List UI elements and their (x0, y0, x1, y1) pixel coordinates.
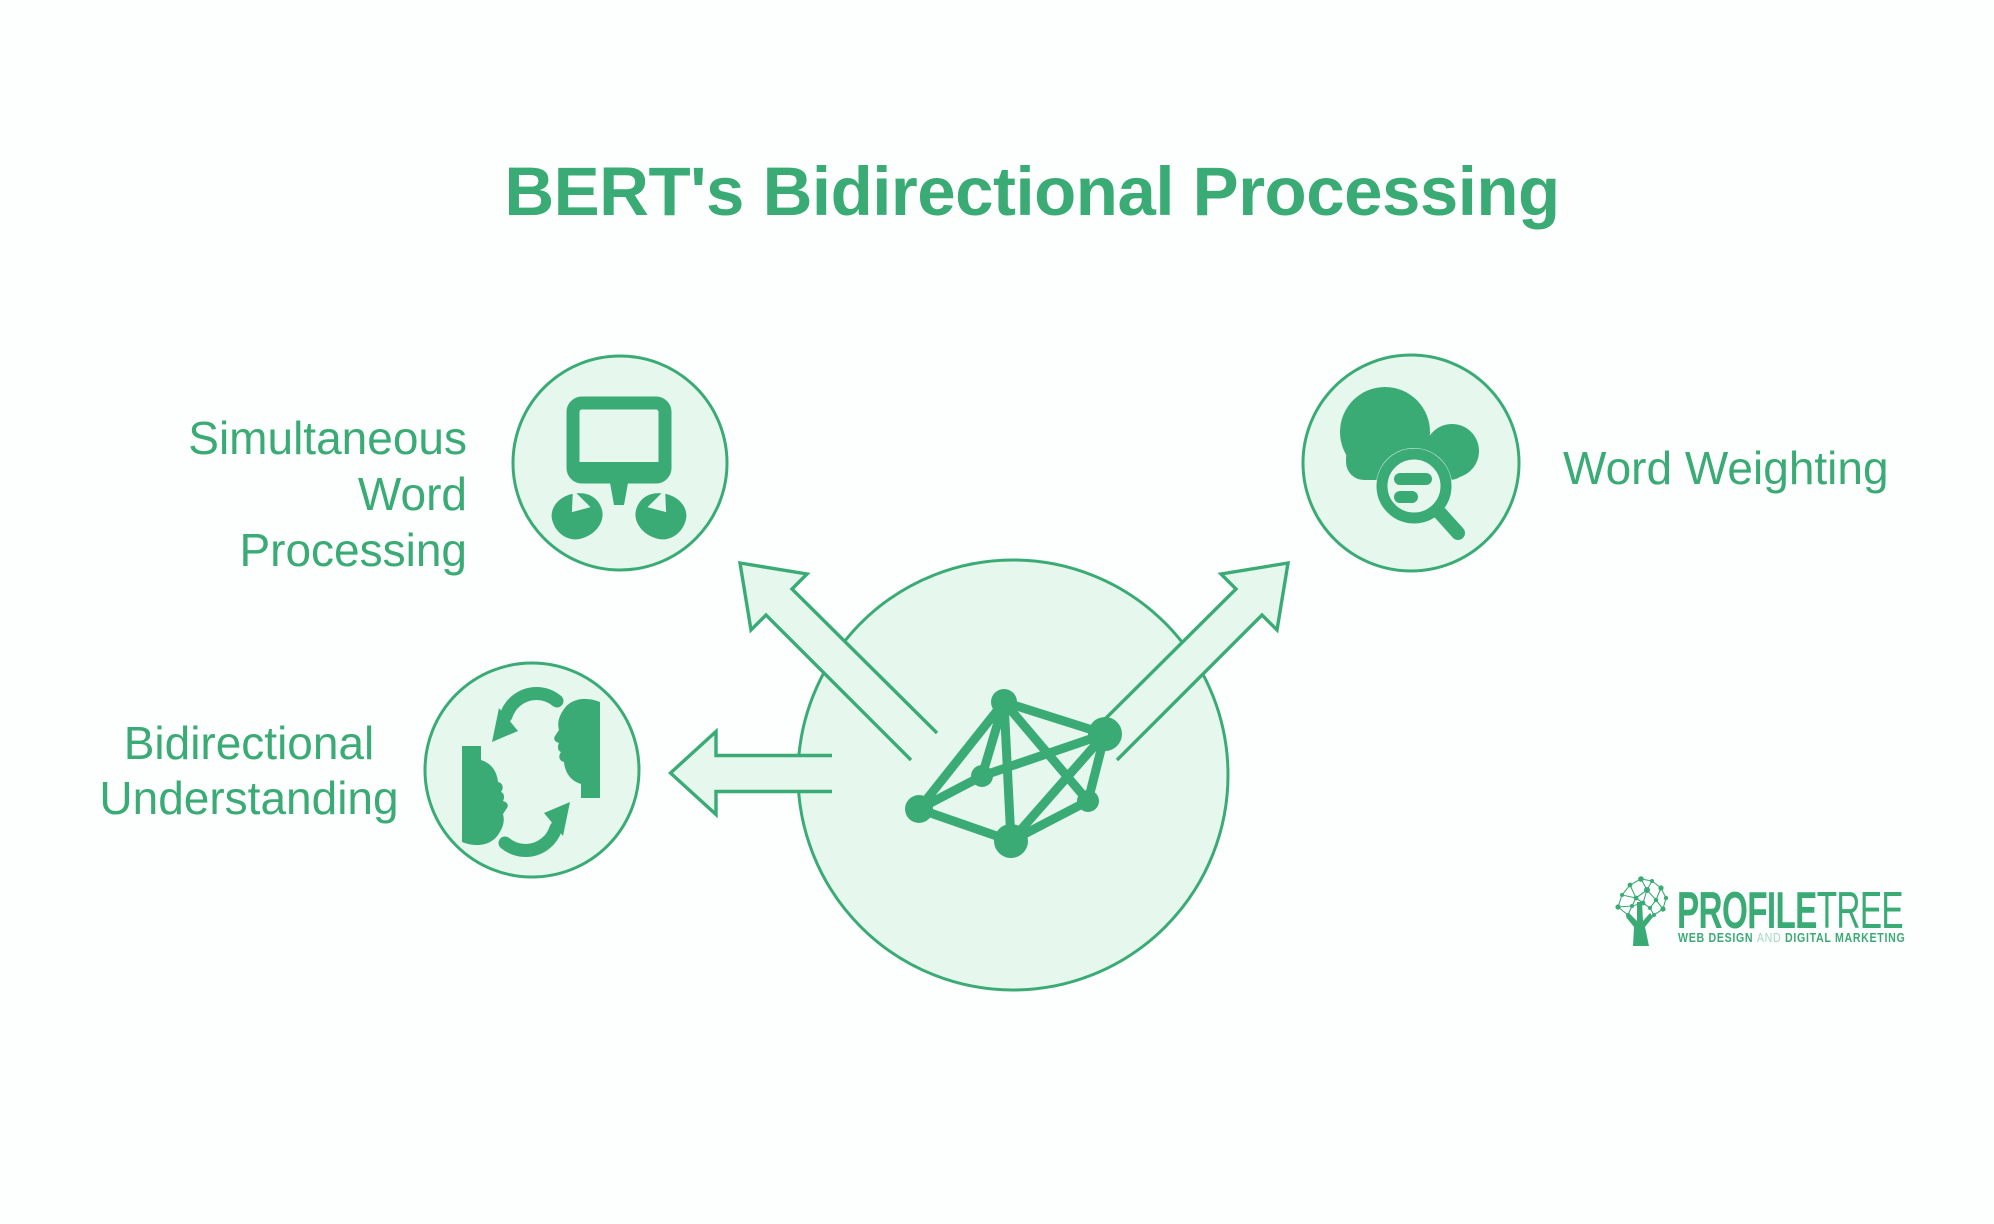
faces-exchange-arrows-icon (462, 687, 600, 851)
cloud-word-search-icon (1340, 387, 1479, 540)
logo-brand-text: PROFILETREE (1677, 882, 1904, 940)
label-line: Processing (239, 524, 467, 576)
left-arrow (667, 727, 832, 819)
top-left-arrow (737, 560, 939, 762)
tagline-web-design: WEB DESIGN (1678, 931, 1754, 945)
label-line: Word Weighting (1563, 442, 1889, 494)
monitor-typing-hands-icon (551, 396, 687, 540)
tagline-and: AND (1756, 931, 1782, 945)
logo-tagline: WEB DESIGN AND DIGITAL MARKETING (1678, 931, 1905, 945)
label-line: Bidirectional (123, 717, 375, 769)
network-graph-icon (905, 689, 1122, 858)
tagline-digital-marketing: DIGITAL MARKETING (1785, 931, 1906, 945)
word-weighting-label: Word Weighting (1563, 440, 1983, 496)
top-right-arrow (1089, 560, 1291, 762)
page-title: BERT's Bidirectional Processing (504, 153, 1560, 230)
profiletree-network-tree-icon (1615, 876, 1669, 946)
label-line: Simultaneous Word (188, 412, 467, 520)
simultaneous-word-processing-label: Simultaneous Word Processing (75, 410, 467, 578)
logo-brand-light: TREE (1816, 882, 1904, 940)
bidirectional-understanding-label: Bidirectional Understanding (63, 716, 435, 826)
label-line: Understanding (99, 772, 399, 824)
central-circle (796, 558, 1230, 992)
logo-brand-bold: PROFILE (1677, 882, 1817, 940)
